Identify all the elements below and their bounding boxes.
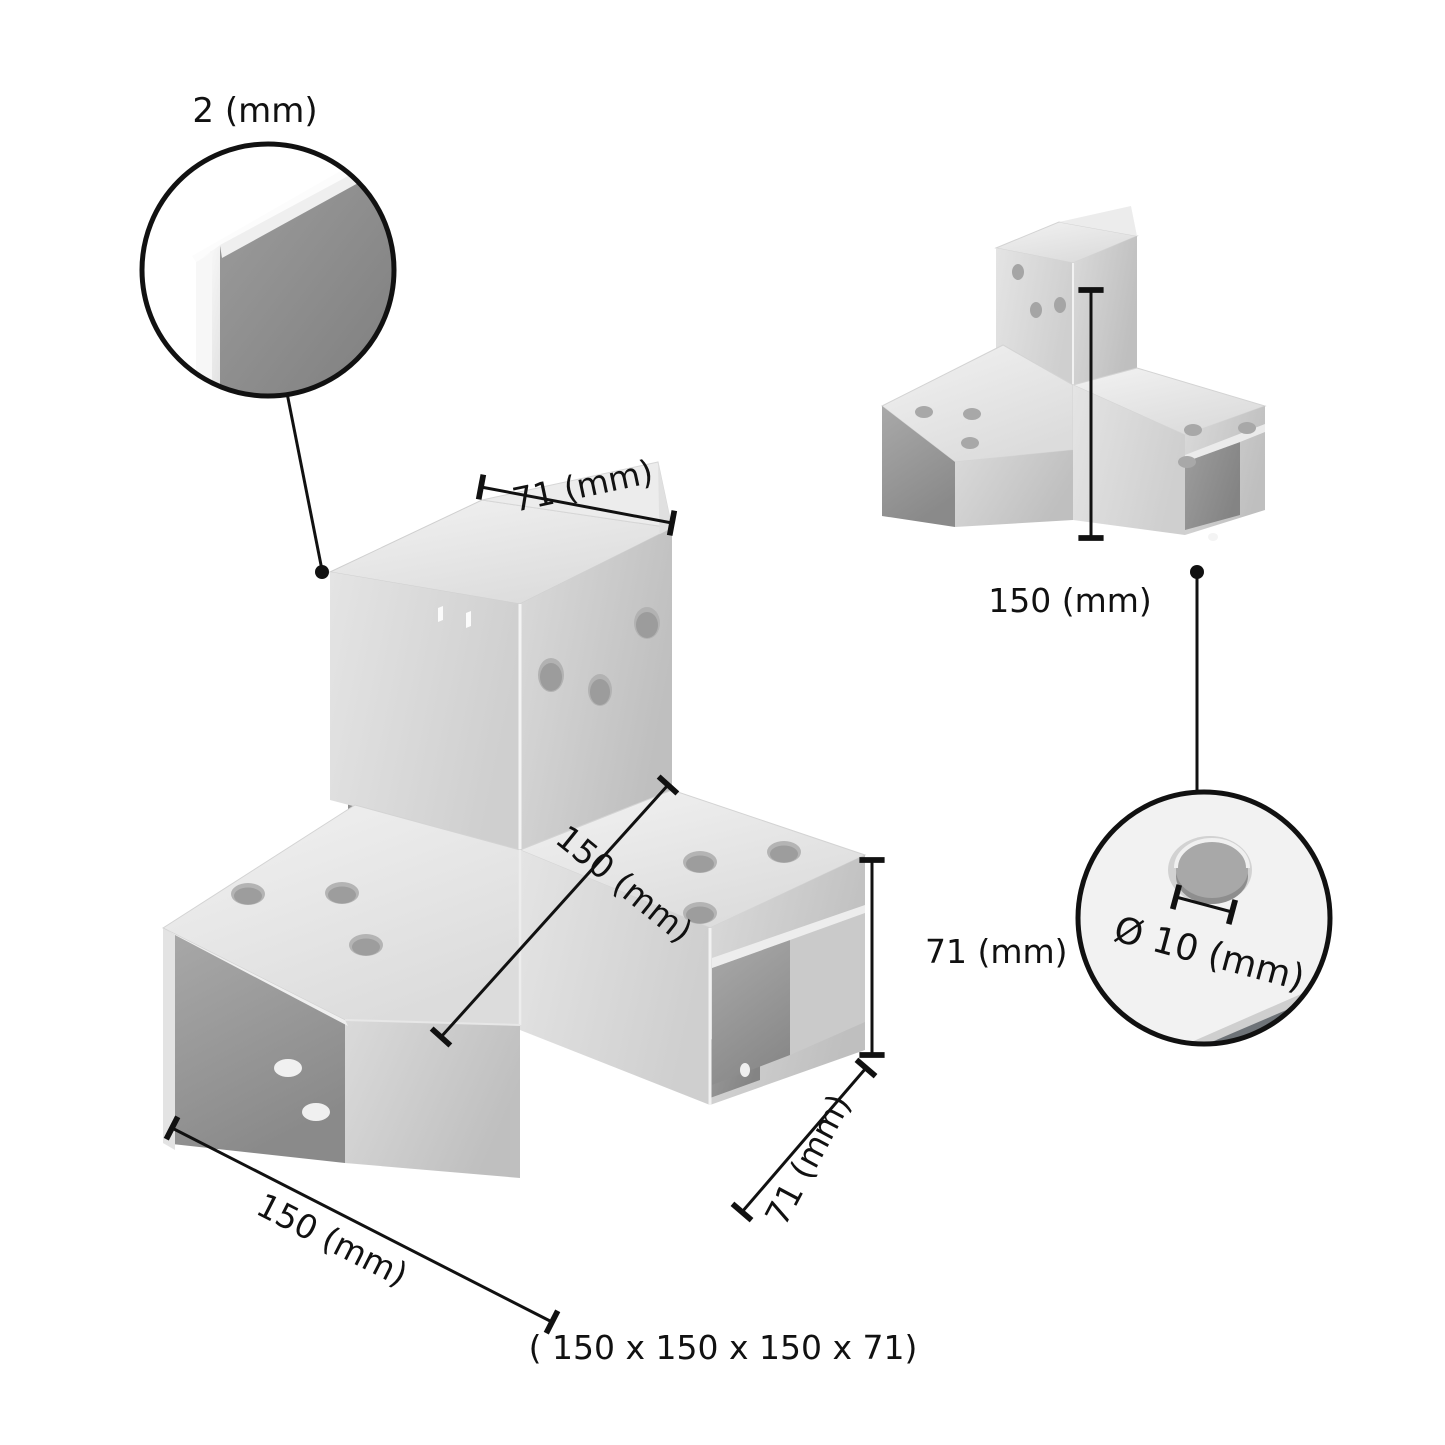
hole — [770, 845, 798, 863]
hole — [636, 612, 658, 638]
detail-circle-hole: Ø 10 (mm) — [1075, 565, 1333, 1047]
hole — [686, 906, 714, 924]
secondary-bracket-geometry — [881, 206, 1267, 576]
hole — [1030, 302, 1042, 318]
detail2-diameter-bar — [1169, 884, 1239, 925]
left-arm-rim-left — [163, 928, 175, 1150]
hole — [961, 437, 979, 449]
inner-tab — [466, 611, 471, 628]
hole — [1184, 424, 1202, 436]
hole — [915, 406, 933, 418]
caption-overall-dimensions: ( 150 x 150 x 150 x 71) — [529, 1328, 918, 1367]
hole — [328, 886, 356, 904]
detail2-leader-dot — [1190, 565, 1204, 579]
detail-circle-thickness: 2 (mm) — [139, 91, 397, 579]
left-arm-rim-top — [163, 928, 348, 1026]
dim-line-arm-right — [429, 774, 680, 1048]
hole — [1178, 456, 1196, 468]
dim-line-top-width — [475, 474, 678, 536]
label-depth-right: 71 (mm) — [757, 1088, 858, 1232]
detail-outer-face — [196, 253, 212, 395]
hole — [590, 679, 610, 705]
detail2-circle-outline — [1075, 789, 1333, 1047]
right-arm-rim-right — [790, 913, 865, 1055]
label-secondary-150: 150 (mm) — [988, 581, 1152, 620]
right-arm-inner-back — [712, 940, 790, 1085]
detail2-hole-chamfer — [1176, 842, 1248, 898]
sec-right-arm-inner — [1185, 442, 1240, 530]
hole — [1238, 422, 1256, 434]
hole — [740, 1063, 750, 1077]
detail-inner-face — [210, 150, 393, 395]
hole — [1054, 297, 1066, 313]
hole — [302, 1103, 330, 1121]
dim-line-arm-left — [163, 1115, 561, 1335]
hole — [1208, 533, 1218, 541]
hole — [234, 887, 262, 905]
detail-leader-line — [285, 392, 324, 571]
main-dimension-lines — [163, 474, 885, 1335]
hole — [1012, 264, 1024, 280]
sec-left-arm-inner — [882, 406, 955, 527]
main-bracket-geometry — [161, 461, 867, 1178]
hole — [274, 1059, 302, 1077]
left-arm-inner — [163, 928, 345, 1163]
detail-leader-dot — [315, 565, 329, 579]
detail2-hole-highlight — [1174, 838, 1250, 869]
detail-circle-outline — [139, 141, 397, 399]
hole — [352, 938, 380, 956]
left-arm-face-front — [345, 1020, 520, 1178]
label-height-right: 71 (mm) — [925, 932, 1068, 971]
sec-post-rim-back — [1059, 206, 1137, 236]
hole — [540, 663, 562, 691]
dim-line-depth-right — [730, 1057, 878, 1223]
inner-tab — [438, 606, 443, 622]
thickness-label: 2 (mm) — [192, 91, 317, 131]
right-arm-rim-top — [712, 905, 865, 968]
sec-left-arm-face — [955, 450, 1073, 527]
hole — [686, 855, 714, 873]
hole — [963, 408, 981, 420]
